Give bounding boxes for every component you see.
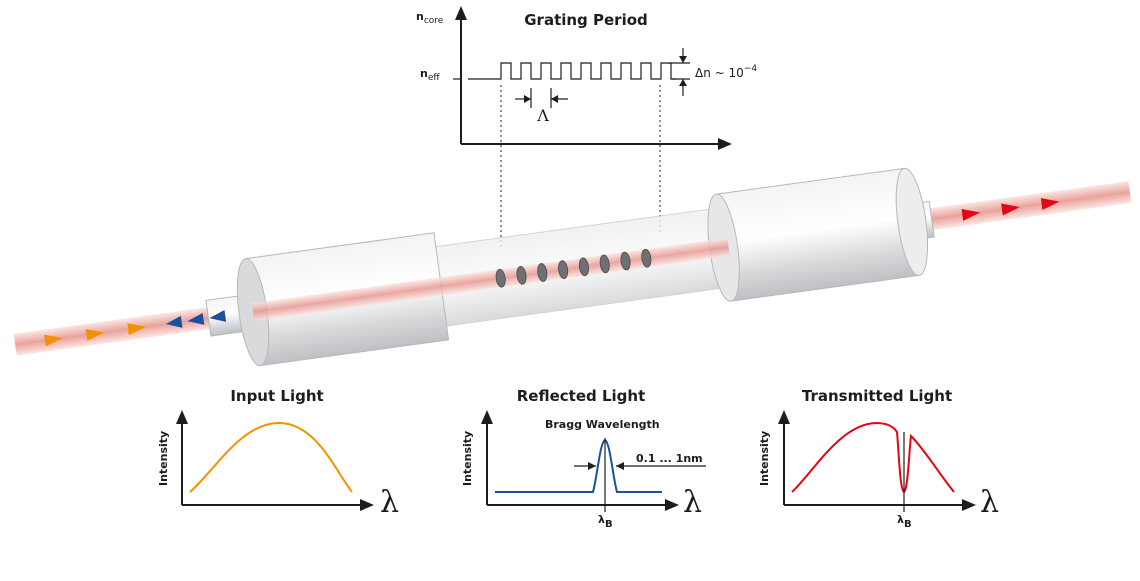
n-eff-label: neff	[420, 67, 440, 83]
transmitted-light-arrow	[1001, 203, 1020, 216]
transmitted-y-arrow	[778, 410, 790, 424]
input-y-arrow	[176, 410, 188, 424]
grating-slot	[537, 263, 548, 282]
bandwidth-label: 0.1 ... 1nm	[636, 452, 703, 465]
right-ferrule-face	[895, 167, 929, 276]
fiber-core	[251, 238, 730, 322]
input-x-arrow	[360, 499, 374, 511]
period-arrowhead-left	[524, 95, 531, 103]
right-ferrule	[715, 167, 920, 302]
input-light-panel: Input Light Intensity λ	[157, 387, 399, 520]
grating-y-arrow	[455, 6, 467, 20]
reflected-light-arrow	[209, 309, 227, 322]
transmitted-panel-title: Transmitted Light	[802, 387, 952, 405]
delta-n-arrowhead-bottom	[679, 79, 687, 86]
grating-period-plot: Grating Period ncore neff Δn ~ 10−4	[416, 6, 757, 250]
reflected-panel-title: Reflected Light	[517, 387, 646, 405]
input-panel-title: Input Light	[230, 387, 323, 405]
transmitted-light-arrow	[961, 208, 981, 221]
input-x-label: λ	[380, 485, 399, 520]
grating-slot	[516, 265, 527, 285]
index-modulation-wave	[468, 62, 676, 80]
grating-slot	[620, 251, 631, 271]
transmitted-light-panel: Transmitted Light Intensity λ λB	[758, 387, 999, 530]
reflected-y-arrow	[481, 410, 493, 424]
transmitted-spectrum-curve	[791, 421, 955, 494]
grating-slot	[641, 248, 652, 268]
grating-slot	[558, 260, 569, 279]
period-arrowhead-right	[551, 95, 558, 103]
reflected-bragg-tick: λB	[598, 513, 613, 530]
input-light-arrow	[127, 323, 147, 336]
transmitted-x-arrow	[962, 499, 976, 511]
transmitted-light-arrow	[1040, 198, 1060, 211]
bandwidth-arrowhead-right	[616, 462, 624, 470]
transmitted-x-label: λ	[980, 485, 999, 520]
transmitted-bragg-tick: λB	[897, 513, 912, 530]
reflected-light-panel: Reflected Light Intensity λ Bragg Wavele…	[461, 387, 706, 530]
input-spectrum-curve	[189, 421, 353, 493]
input-y-label: Intensity	[157, 431, 170, 486]
reflected-x-label: λ	[683, 485, 702, 520]
bragg-wavelength-label: Bragg Wavelength	[545, 418, 660, 431]
input-light-arrow	[44, 334, 63, 347]
reflected-y-label: Intensity	[461, 431, 474, 486]
grating-x-arrow	[718, 138, 732, 150]
grating-slot	[495, 268, 506, 288]
transmitted-y-label: Intensity	[758, 431, 771, 486]
delta-n-arrowhead-top	[679, 56, 687, 63]
grating-title: Grating Period	[524, 11, 648, 29]
fiber-assembly	[13, 167, 1132, 367]
bandwidth-arrowhead-left	[588, 462, 596, 470]
n-core-label: ncore	[416, 10, 444, 26]
grating-slot	[599, 254, 610, 274]
input-light-arrow	[85, 328, 105, 341]
period-label: Λ	[536, 106, 549, 125]
grating-slots	[495, 248, 652, 288]
reflected-x-arrow	[665, 499, 679, 511]
reflected-light-arrow	[165, 315, 183, 328]
grating-slot	[578, 257, 589, 277]
reflected-light-arrow	[187, 312, 205, 325]
delta-n-label: Δn ~ 10−4	[695, 64, 757, 80]
